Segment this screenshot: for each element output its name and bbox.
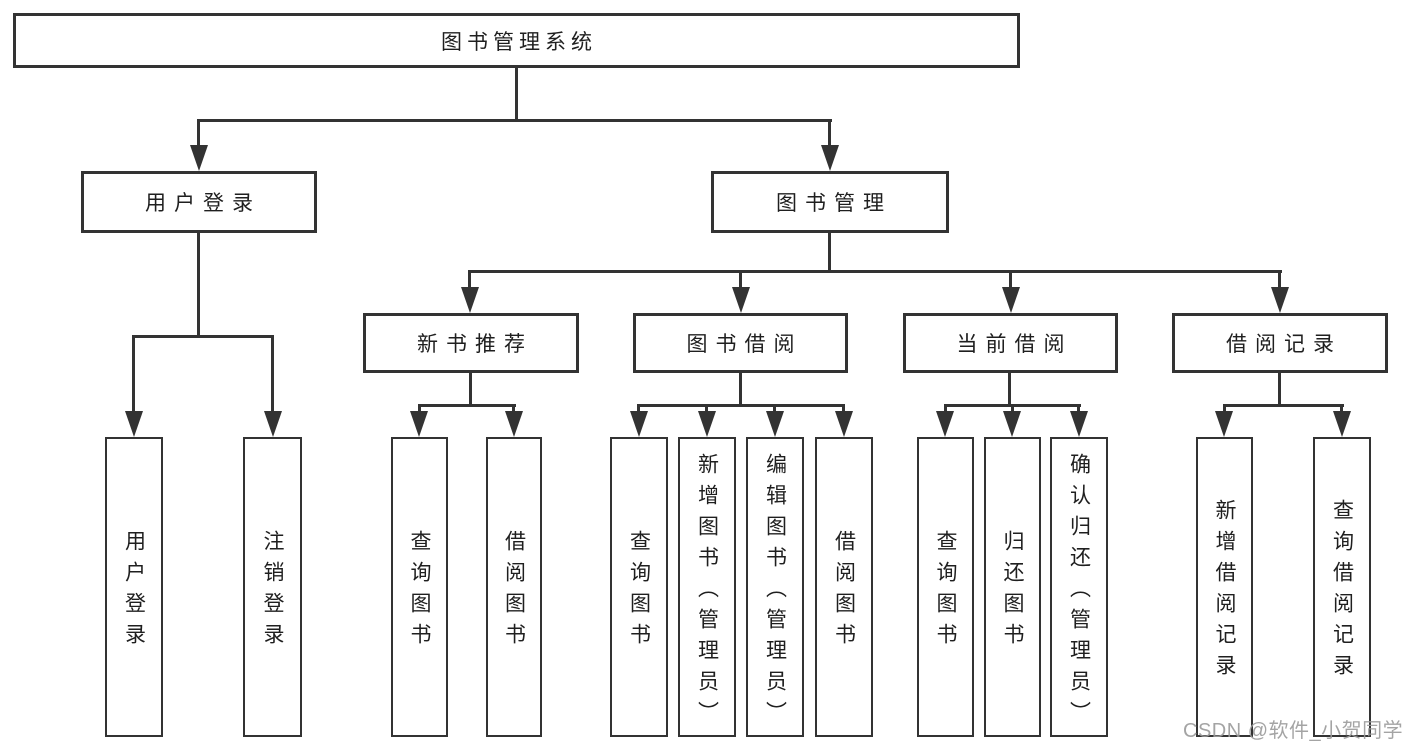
arrow-down-icon xyxy=(410,411,428,437)
arrow-down-icon xyxy=(630,411,648,437)
node-new-book-recommend-label: 新书推荐 xyxy=(417,333,533,356)
node-book-borrow: 图书借阅 xyxy=(633,313,848,373)
node-user-login: 用户登录 xyxy=(81,171,317,233)
connector-line xyxy=(515,68,518,121)
arrow-down-icon xyxy=(1215,411,1233,437)
leaf-newrec-query-books: 查询图书 xyxy=(391,437,448,737)
node-book-management-label: 图书管理 xyxy=(776,192,892,215)
connector-line xyxy=(739,270,742,292)
connector-line xyxy=(828,233,831,273)
leaf-borrow-edit-books-admin: 编辑图书（管理员） xyxy=(746,437,804,737)
watermark: CSDN @软件_小贺同学 xyxy=(1183,720,1404,742)
connector-line xyxy=(418,404,421,416)
connector-line xyxy=(739,373,742,407)
arrow-down-icon xyxy=(461,287,479,313)
leaf-current-confirm-return-admin-label: 确认归还（管理员） xyxy=(1067,452,1091,732)
node-root: 图书管理系统 xyxy=(13,13,1020,68)
arrow-down-icon xyxy=(766,411,784,437)
connector-line xyxy=(197,233,200,338)
arrow-down-icon xyxy=(1271,287,1289,313)
node-new-book-recommend: 新书推荐 xyxy=(363,313,579,373)
leaf-user-login-label: 用户登录 xyxy=(122,530,146,654)
connector-line xyxy=(944,404,947,416)
connector-line xyxy=(1223,404,1226,416)
connector-line xyxy=(418,404,516,407)
connector-line xyxy=(842,404,845,416)
leaf-user-login: 用户登录 xyxy=(105,437,163,737)
arrow-down-icon xyxy=(1070,411,1088,437)
leaf-borrow-query-books: 查询图书 xyxy=(610,437,668,737)
connector-line xyxy=(1278,373,1281,407)
node-book-borrow-label: 图书借阅 xyxy=(686,333,803,356)
leaf-borrow-add-books-admin-label: 新增图书（管理员） xyxy=(695,452,719,732)
leaf-current-confirm-return-admin: 确认归还（管理员） xyxy=(1050,437,1108,737)
connector-line xyxy=(197,119,832,122)
arrow-down-icon xyxy=(505,411,523,437)
connector-line xyxy=(637,404,640,416)
connector-line xyxy=(468,270,1282,273)
connector-line xyxy=(773,404,776,416)
leaf-current-query-books-label: 查询图书 xyxy=(934,530,957,654)
leaf-current-query-books: 查询图书 xyxy=(917,437,974,737)
arrow-down-icon xyxy=(835,411,853,437)
connector-line xyxy=(1278,270,1281,292)
arrow-down-icon xyxy=(698,411,716,437)
leaf-records-query-record: 查询借阅记录 xyxy=(1313,437,1371,737)
connector-line xyxy=(1340,404,1343,416)
connector-line xyxy=(271,335,274,415)
leaf-logout-login-label: 注销登录 xyxy=(261,530,284,654)
connector-line xyxy=(705,404,708,416)
arrow-down-icon xyxy=(936,411,954,437)
node-root-label: 图书管理系统 xyxy=(441,30,597,54)
node-book-management: 图书管理 xyxy=(711,171,949,233)
leaf-newrec-borrow-books-label: 借阅图书 xyxy=(502,530,526,654)
connector-line xyxy=(1011,404,1014,416)
leaf-newrec-query-books-label: 查询图书 xyxy=(408,530,431,654)
leaf-borrow-edit-books-admin-label: 编辑图书（管理员） xyxy=(763,452,787,732)
arrow-down-icon xyxy=(125,411,143,437)
leaf-borrow-borrow-books: 借阅图书 xyxy=(815,437,873,737)
node-current-borrow-label: 当前借阅 xyxy=(956,333,1073,356)
connector-line xyxy=(512,404,515,416)
leaf-current-return-books: 归还图书 xyxy=(984,437,1041,737)
arrow-down-icon xyxy=(821,145,839,171)
connector-line xyxy=(132,335,135,415)
leaf-newrec-borrow-books: 借阅图书 xyxy=(486,437,542,737)
connector-line xyxy=(637,404,845,407)
node-user-login-label: 用户登录 xyxy=(145,192,261,215)
arrow-down-icon xyxy=(732,287,750,313)
leaf-borrow-add-books-admin: 新增图书（管理员） xyxy=(678,437,736,737)
connector-line xyxy=(132,335,274,338)
arrow-down-icon xyxy=(1333,411,1351,437)
arrow-down-icon xyxy=(190,145,208,171)
node-borrow-records-label: 借阅记录 xyxy=(1226,333,1342,356)
connector-line xyxy=(469,373,472,407)
connector-line xyxy=(468,270,471,292)
leaf-borrow-query-books-label: 查询图书 xyxy=(627,530,651,654)
leaf-records-query-record-label: 查询借阅记录 xyxy=(1330,499,1354,685)
leaf-records-add-record: 新增借阅记录 xyxy=(1196,437,1253,737)
node-borrow-records: 借阅记录 xyxy=(1172,313,1388,373)
arrow-down-icon xyxy=(1003,411,1021,437)
leaf-logout-login: 注销登录 xyxy=(243,437,302,737)
leaf-borrow-borrow-books-label: 借阅图书 xyxy=(832,530,856,654)
leaf-current-return-books-label: 归还图书 xyxy=(1001,530,1024,654)
connector-line xyxy=(1077,404,1080,416)
arrow-down-icon xyxy=(264,411,282,437)
node-current-borrow: 当前借阅 xyxy=(903,313,1118,373)
connector-line xyxy=(197,119,200,149)
connector-line xyxy=(1223,404,1344,407)
connector-line xyxy=(828,119,831,149)
connector-line xyxy=(1009,270,1012,292)
arrow-down-icon xyxy=(1002,287,1020,313)
leaf-records-add-record-label: 新增借阅记录 xyxy=(1213,499,1236,685)
connector-line xyxy=(1008,373,1011,407)
